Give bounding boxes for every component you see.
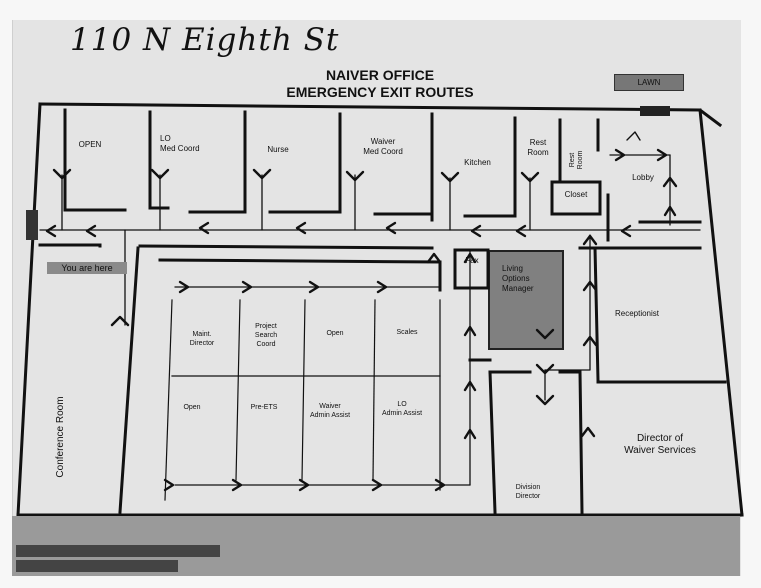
plan-title-line2: EMERGENCY EXIT ROUTES xyxy=(286,84,474,100)
room-director-waiver-services: Director of Waiver Services xyxy=(624,433,696,456)
room-project-search-coord: Project Search Coord xyxy=(254,323,278,348)
room-lo-admin-assist: LO Admin Assist xyxy=(381,401,423,417)
room-waiver-admin-assist: Waiver Admin Assist xyxy=(309,403,351,419)
room-living-options-manager: Living Options Manager xyxy=(502,264,534,293)
room-conference-room: Conference Room xyxy=(55,396,66,478)
outer-wall-right xyxy=(698,108,744,517)
room-scales: Scales xyxy=(396,329,418,336)
lawn-label: LAWN xyxy=(614,74,684,91)
you-are-here-marker: You are here xyxy=(47,262,127,274)
room-pre-ets: Pre-ETS xyxy=(250,404,278,411)
room-receptionist: Receptionist xyxy=(614,309,660,318)
room-division-director: Division Director xyxy=(515,484,541,500)
room-open-mid: Open xyxy=(326,330,344,337)
room-fax: Fax xyxy=(465,256,479,265)
blurred-footer-text-1 xyxy=(16,545,220,557)
outer-wall-left xyxy=(16,102,42,517)
handwritten-address: 110 N Eighth St xyxy=(70,22,340,58)
room-rest-room-2: Rest Room xyxy=(569,150,584,170)
blurred-footer-text-2 xyxy=(16,560,178,572)
room-open-top: OPEN xyxy=(78,140,102,149)
plan-title-line1: NAIVER OFFICE xyxy=(325,67,435,83)
room-open-low: Open xyxy=(183,404,201,411)
room-waiver-med-coord: Waiver Med Coord xyxy=(363,137,403,156)
outer-wall-top xyxy=(38,102,723,128)
room-lo-med-coord: LO Med Coord xyxy=(160,134,200,153)
room-maint-director: Maint. Director xyxy=(189,331,215,347)
room-lobby: Lobby xyxy=(632,173,654,182)
room-closet: Closet xyxy=(564,190,588,199)
room-nurse: Nurse xyxy=(267,145,289,154)
room-rest-room-1: Rest Room xyxy=(527,138,549,157)
room-kitchen: Kitchen xyxy=(464,158,491,167)
